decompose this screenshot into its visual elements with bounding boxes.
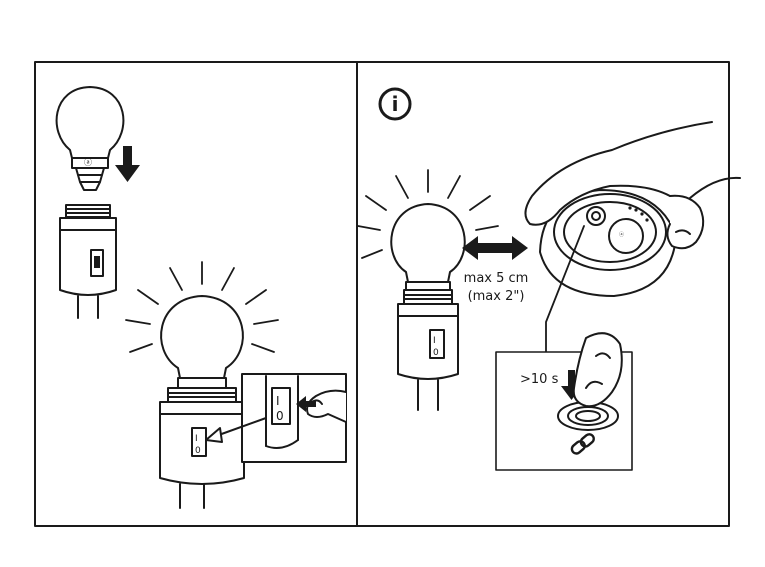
svg-text:i: i (392, 92, 399, 116)
panel-left: ⓐ (57, 87, 346, 508)
svg-text:0: 0 (276, 409, 284, 423)
hold-time-label: >10 s (520, 372, 559, 387)
distance-arrow-icon (462, 236, 528, 260)
bulb-icon-lit-right: I 0 (391, 204, 464, 410)
info-icon: i (380, 89, 410, 119)
panel-right: i I 0 (358, 89, 740, 470)
svg-text:I: I (433, 336, 436, 346)
arrow-down-icon (115, 146, 140, 182)
svg-text:ⓐ: ⓐ (84, 158, 92, 167)
switch-on-mark: I (195, 434, 198, 444)
svg-text:I: I (276, 394, 280, 408)
press-button-inset: >10 s (496, 333, 632, 470)
switch-off-mark: 0 (195, 446, 201, 456)
bulb-icon-lit: I 0 (160, 296, 244, 508)
distance-label: max 5 cm (464, 271, 529, 286)
socket-icon (60, 205, 116, 318)
bulb-icon: ⓐ (57, 87, 124, 190)
svg-text:ⓐ: ⓐ (619, 231, 624, 238)
svg-text:0: 0 (433, 348, 439, 358)
distance-label-imperial: (max 2") (468, 289, 525, 304)
